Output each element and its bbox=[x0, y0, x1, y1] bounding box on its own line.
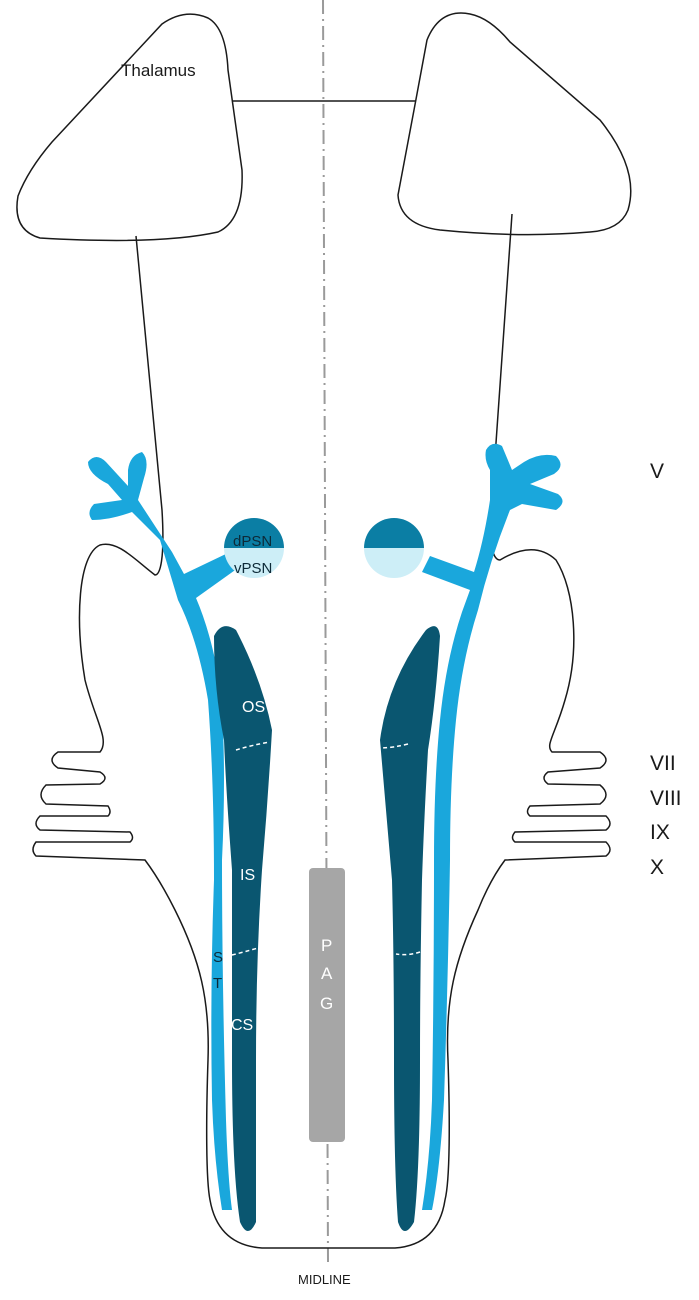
thalamus-label: Thalamus bbox=[121, 61, 196, 80]
pag-label-a: A bbox=[321, 964, 333, 983]
left-psn bbox=[224, 518, 284, 578]
is-label: IS bbox=[240, 867, 255, 884]
brainstem-outline-left bbox=[32, 235, 330, 1249]
midline-label: MIDLINE bbox=[298, 1272, 351, 1287]
nerve-vii-label: VII bbox=[650, 752, 676, 775]
right-spinal-nucleus bbox=[380, 626, 440, 1231]
os-label: OS bbox=[242, 699, 265, 716]
nerve-viii-label: VIII bbox=[650, 787, 682, 810]
right-thalamus-outline bbox=[397, 12, 632, 236]
dpsn-label: dPSN bbox=[233, 533, 272, 550]
subnucleus-boundaries bbox=[231, 741, 421, 956]
left-thalamus-outline bbox=[16, 13, 243, 242]
brainstem-outline-right bbox=[330, 213, 611, 1249]
st-label-t: T bbox=[213, 975, 222, 992]
nerve-x-label: X bbox=[650, 856, 664, 879]
nerve-v-label: V bbox=[650, 460, 664, 483]
pag-label-p: P bbox=[321, 936, 332, 955]
left-trigeminal-tract bbox=[88, 452, 238, 1210]
nerve-ix-label: IX bbox=[650, 821, 670, 844]
pag-column bbox=[309, 868, 345, 1142]
st-label-s: S bbox=[213, 949, 223, 966]
left-spinal-nucleus bbox=[214, 626, 272, 1231]
right-psn bbox=[364, 518, 424, 578]
pag-label-g: G bbox=[320, 994, 333, 1013]
cs-label: CS bbox=[231, 1017, 253, 1034]
vpsn-label: vPSN bbox=[234, 560, 272, 577]
right-trigeminal-tract bbox=[422, 443, 563, 1210]
